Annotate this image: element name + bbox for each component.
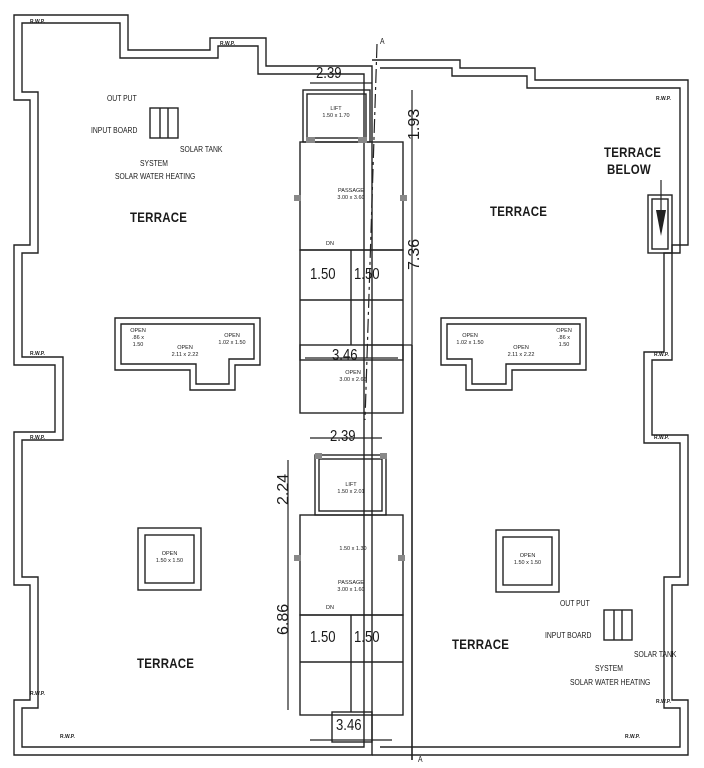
open-block-left bbox=[114, 317, 261, 391]
inner-wall-left bbox=[21, 22, 365, 748]
rwp-label: R.W.P. bbox=[625, 734, 640, 740]
solar-output-label: OUT PUT bbox=[107, 94, 137, 103]
section-marker-top: A bbox=[380, 37, 385, 46]
solar-system-label: SYSTEM bbox=[140, 159, 168, 168]
dn-bottom-label: DN bbox=[326, 605, 334, 611]
solar-tank-right bbox=[603, 609, 633, 641]
terrace-below-line2: BELOW bbox=[607, 161, 651, 177]
solar-input-board-label: INPUT BOARD bbox=[91, 126, 138, 135]
open-top-core bbox=[299, 344, 404, 414]
outer-wall-right bbox=[372, 59, 689, 756]
rwp-label: R.W.P. bbox=[654, 352, 669, 358]
rwp-label: R.W.P. bbox=[30, 19, 45, 25]
rwp-label: R.W.P. bbox=[30, 691, 45, 697]
dim-stair-width-bottom: 3.46 bbox=[336, 717, 362, 734]
solar-tank-label: SOLAR TANK bbox=[180, 145, 223, 154]
open-block-right bbox=[440, 317, 587, 391]
dim-stair-right-top: 1.50 bbox=[354, 266, 380, 283]
open-square-right bbox=[495, 529, 560, 593]
rwp-label: R.W.P. bbox=[220, 41, 235, 47]
rwp-label: R.W.P. bbox=[30, 435, 45, 441]
solar-tank-left bbox=[149, 107, 179, 139]
dim-bottom-upper-height: 2.24 bbox=[275, 473, 292, 505]
dim-stair-left-top: 1.50 bbox=[310, 266, 336, 283]
rwp-label: R.W.P. bbox=[654, 435, 669, 441]
dim-top-upper-height: 1.93 bbox=[406, 108, 423, 140]
terrace-below-recess bbox=[647, 194, 673, 254]
terrace-below-line1: TERRACE bbox=[604, 144, 662, 160]
terrace-label-nw: TERRACE bbox=[130, 209, 188, 225]
outer-wall-left bbox=[13, 14, 373, 756]
dim-top-total-height: 7.36 bbox=[406, 238, 423, 270]
dim-stair-right-bottom: 1.50 bbox=[354, 629, 380, 646]
solar-heating-label: SOLAR WATER HEATING bbox=[570, 678, 651, 687]
rwp-label: R.W.P. bbox=[30, 351, 45, 357]
dim-stair-left-bottom: 1.50 bbox=[310, 629, 336, 646]
dn-top-label: DN bbox=[326, 241, 334, 247]
room-size-bottom-label: 1.50 x 1.30 bbox=[339, 546, 367, 552]
rwp-label: R.W.P. bbox=[656, 699, 671, 705]
dim-bottom-total-height: 6.86 bbox=[275, 603, 292, 635]
passage-bottom bbox=[299, 514, 404, 616]
dim-bottom-width: 2.39 bbox=[330, 428, 356, 445]
terrace-label-se: TERRACE bbox=[452, 636, 510, 652]
section-marker-bottom: A bbox=[418, 755, 423, 764]
solar-system-label: SYSTEM bbox=[595, 664, 623, 673]
solar-tank-label: SOLAR TANK bbox=[634, 650, 677, 659]
rwp-label: R.W.P. bbox=[60, 734, 75, 740]
open-square-left bbox=[137, 527, 202, 591]
inner-wall-right bbox=[380, 67, 681, 748]
dim-stair-width-top: 3.46 bbox=[332, 347, 358, 364]
terrace-label-sw: TERRACE bbox=[137, 655, 195, 671]
solar-output-label: OUT PUT bbox=[560, 599, 590, 608]
solar-heating-label: SOLAR WATER HEATING bbox=[115, 172, 196, 181]
terrace-label-ne: TERRACE bbox=[490, 203, 548, 219]
dim-top-width: 2.39 bbox=[316, 65, 342, 82]
rwp-label: R.W.P. bbox=[656, 96, 671, 102]
solar-input-board-label: INPUT BOARD bbox=[545, 631, 592, 640]
